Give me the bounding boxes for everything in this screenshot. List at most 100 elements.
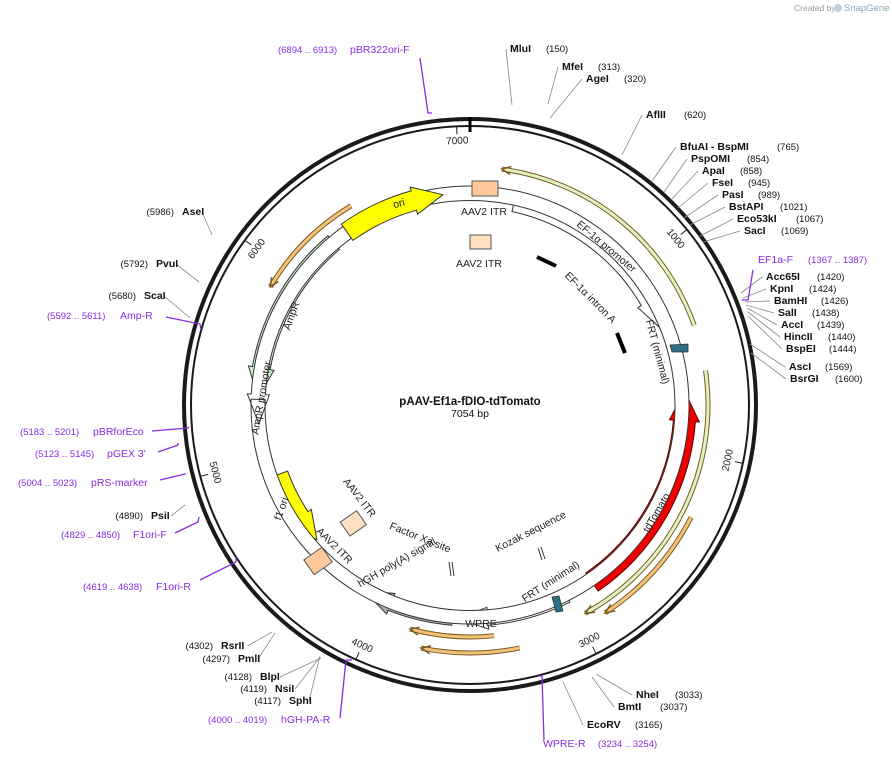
enzyme-label[interactable]: ApaI	[702, 165, 725, 177]
feature-label-ori[interactable]: ori	[392, 196, 406, 211]
enzyme-leader-line	[663, 158, 688, 193]
enzyme-label[interactable]: HincII	[784, 331, 813, 343]
aav2-itr-box-left[interactable]	[303, 546, 333, 576]
enzyme-label[interactable]: MfeI	[562, 61, 583, 73]
enzyme-label[interactable]: BstAPI	[729, 201, 764, 213]
primer-label[interactable]: F1ori-R	[156, 581, 191, 593]
enzyme-label[interactable]: BsrGI	[790, 373, 819, 385]
primer-label[interactable]: F1ori-F	[133, 529, 167, 541]
primer-range: (5123 .. 5145)	[35, 449, 94, 460]
enzyme-label[interactable]: PmlI	[238, 653, 260, 665]
plasmid-name[interactable]: pAAV-Ef1a-fDIO-tdTomato	[399, 396, 540, 408]
enzyme-label[interactable]: PspOMI	[691, 153, 730, 165]
enzyme-leader-line	[201, 211, 213, 236]
orf-right-green	[584, 370, 710, 615]
enzyme-label[interactable]: SphI	[289, 695, 312, 707]
enzyme-label[interactable]: AgeI	[586, 73, 609, 85]
enzyme-leader-line	[740, 276, 763, 294]
aav2-itr-box-lower[interactable]	[339, 510, 368, 537]
enzyme-position: (4890)	[116, 511, 143, 522]
snapgene-logo: SnapGene	[834, 3, 889, 14]
orf-right-green-head	[583, 604, 596, 615]
enzyme-label[interactable]: BspEI	[786, 343, 816, 355]
enzyme-leader-line	[747, 311, 781, 338]
enzyme-position: (1426)	[821, 296, 848, 307]
enzyme-label[interactable]: ScaI	[144, 290, 166, 302]
tick-mark	[244, 239, 252, 246]
primer-label[interactable]: pBRforEco	[93, 426, 144, 438]
tick-mark	[355, 652, 360, 660]
enzyme-leader-line	[562, 681, 584, 726]
enzyme-label[interactable]: AseI	[182, 206, 204, 218]
feature-label-aav2-itr-2[interactable]: AAV2 ITR	[456, 258, 502, 270]
primer-leader-line	[199, 557, 237, 581]
enzyme-label[interactable]: BfuAI - BspMI	[680, 141, 749, 153]
enzyme-label[interactable]: AscI	[789, 361, 811, 373]
enzyme-leader-line	[744, 300, 771, 303]
enzyme-leader-line	[677, 182, 709, 209]
primer-label[interactable]: EF1a-F	[758, 254, 793, 266]
feature-label-ef1a-intron[interactable]: EF-1α intron A	[562, 270, 618, 326]
tick-label: 7000	[446, 135, 469, 147]
enzyme-label[interactable]: EcoRV	[587, 719, 621, 731]
snapgene-logo-icon	[834, 4, 842, 12]
enzyme-label[interactable]: NheI	[636, 689, 659, 701]
orf-right-orange-head	[603, 603, 616, 615]
primer-label[interactable]: pRS-marker	[91, 477, 148, 489]
enzyme-label[interactable]: AflII	[646, 109, 666, 121]
enzyme-label[interactable]: BamHI	[774, 295, 807, 307]
plasmid-size: 7054 bp	[451, 408, 489, 420]
orf-bottom-orange-2	[409, 627, 495, 639]
enzyme-label[interactable]: MluI	[510, 43, 531, 55]
enzyme-leader-line	[549, 78, 583, 119]
enzyme-label[interactable]: Acc65I	[766, 271, 800, 283]
enzyme-label[interactable]: BmtI	[618, 701, 641, 713]
frt-marker-upper[interactable]	[669, 343, 689, 353]
enzyme-position: (1424)	[809, 284, 836, 295]
enzyme-label[interactable]: BlpI	[260, 671, 280, 683]
enzyme-label[interactable]: SalI	[778, 307, 797, 319]
enzyme-label[interactable]: Eco53kI	[737, 213, 777, 225]
enzyme-label[interactable]: PsiI	[151, 510, 170, 522]
tick-mark	[200, 473, 209, 477]
enzyme-label[interactable]: KpnI	[770, 283, 793, 295]
enzyme-position: (3037)	[660, 702, 687, 713]
orf-left-orange	[269, 204, 352, 288]
enzyme-label[interactable]: AccI	[781, 319, 803, 331]
enzyme-position: (1069)	[781, 226, 808, 237]
primer-label[interactable]: pGEX 3'	[107, 448, 146, 460]
feature-label-aav2-itr[interactable]: AAV2 ITR	[461, 206, 507, 218]
enzyme-leader-line	[683, 194, 719, 219]
enzyme-label[interactable]: SacI	[744, 225, 766, 237]
primer-range: (1367 .. 1387)	[808, 255, 867, 266]
primer-leader-line	[339, 659, 352, 719]
primer-label[interactable]: WPRE-R	[543, 738, 586, 750]
orf-left-orange-head	[269, 277, 279, 289]
enzyme-position: (858)	[740, 166, 762, 177]
feature-label-aav2-itr-3[interactable]: AAV2 ITR	[340, 476, 378, 520]
enzyme-position: (765)	[777, 142, 799, 153]
enzyme-label[interactable]: RsrII	[221, 640, 244, 652]
enzyme-leader-line	[547, 66, 559, 105]
enzyme-label[interactable]: PasI	[722, 189, 744, 201]
enzyme-label[interactable]: FseI	[712, 177, 733, 189]
primer-leader-line	[174, 516, 200, 534]
primer-label[interactable]: hGH-PA-R	[281, 714, 331, 726]
enzyme-label[interactable]: NsiI	[275, 683, 294, 695]
tick-label: 1000	[664, 227, 687, 252]
enzyme-leader-line	[670, 170, 699, 201]
enzyme-position: (1438)	[812, 308, 839, 319]
aav2-itr-box[interactable]	[471, 180, 499, 197]
feature-label-kozak[interactable]: Kozak sequence	[494, 509, 569, 555]
frt-marker-lower[interactable]	[551, 595, 564, 613]
enzyme-position: (4117)	[254, 696, 281, 707]
feature-label-wpre[interactable]: WPRE	[465, 618, 497, 630]
primer-range: (4619 .. 4638)	[83, 582, 142, 593]
aav2-itr-box-inner[interactable]	[469, 234, 492, 250]
enzyme-label[interactable]: PvuI	[156, 258, 178, 270]
primer-label[interactable]: Amp-R	[120, 310, 153, 322]
enzyme-position: (5792)	[121, 259, 148, 270]
enzyme-leader-line	[651, 146, 677, 182]
primer-range: (5592 .. 5611)	[47, 311, 105, 322]
primer-label[interactable]: pBR322ori-F	[350, 44, 410, 56]
